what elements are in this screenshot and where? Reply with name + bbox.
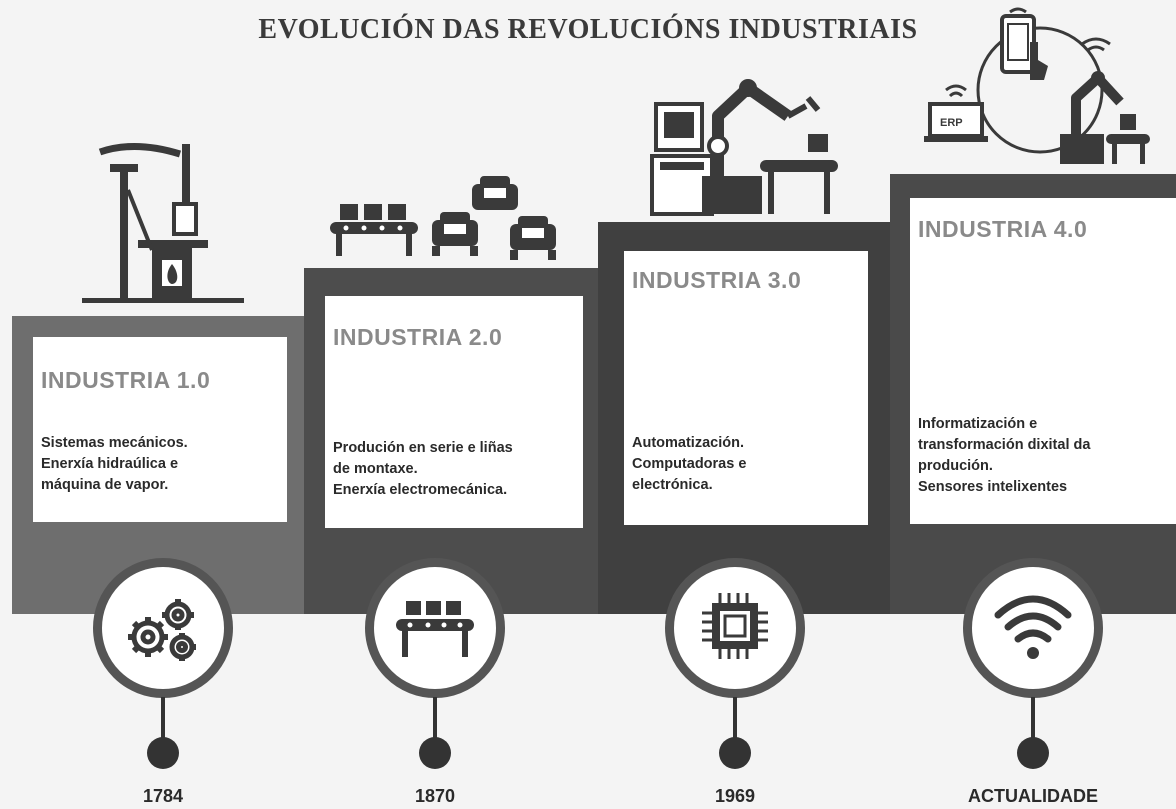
stage-2-title: INDUSTRIA 2.0 [333, 324, 503, 350]
stage-2-dot [419, 737, 451, 769]
stage-1-line: máquina de vapor. [41, 477, 169, 493]
connected-devices-illustration: ERP [924, 7, 1150, 164]
infographic-title: EVOLUCIÓN DAS REVOLUCIÓNS INDUSTRIAIS [258, 14, 918, 45]
stage-4-description: Informatización e transformación dixital… [918, 414, 1170, 498]
stage-2-line: Enerxía electromecánica. [333, 482, 508, 498]
stage-1-stem [161, 697, 165, 739]
stage-3-stem [733, 697, 737, 739]
stage-2-year: 1870 [414, 786, 456, 806]
robot-arm-computer-illustration [650, 79, 838, 216]
stage-4-dot [1017, 737, 1049, 769]
stage-1-circle [93, 558, 233, 698]
stage-1-title: INDUSTRIA 1.0 [41, 367, 211, 393]
stage-2-line: de montaxe. [333, 461, 418, 477]
stage-4-card: INDUSTRIA 4.0 Informatización e transfor… [910, 198, 1176, 524]
conveyor-icon [396, 601, 474, 657]
stage-1-line: Enerxía hidraúlica e [41, 456, 179, 472]
stage-4-line: produción. [918, 458, 993, 474]
stage-2-circle [365, 558, 505, 698]
stage-3-line: Automatización. [632, 435, 744, 451]
stage-2-stem [433, 697, 437, 739]
stage-4-year: ACTUALIDADE [968, 786, 1098, 806]
stage-4-stem [1031, 697, 1035, 739]
stage-3-line: electrónica. [632, 477, 713, 493]
stage-2-card: INDUSTRIA 2.0 Produción en serie e liñas… [325, 296, 583, 528]
gears-icon [128, 599, 196, 661]
assembly-line-cars-illustration [330, 176, 556, 260]
stage-3-circle [665, 558, 805, 698]
stage-1-line: Sistemas mecánicos. [41, 435, 188, 451]
stage-4-circle [963, 558, 1103, 698]
stage-4-line: Sensores intelixentes [918, 479, 1068, 495]
stage-3-card: INDUSTRIA 3.0 Automatización. Computador… [624, 251, 868, 525]
erp-label: ERP [940, 117, 963, 129]
stage-2-line: Produción en serie e liñas [333, 440, 513, 456]
stage-3-title: INDUSTRIA 3.0 [632, 267, 802, 293]
stage-3-dot [719, 737, 751, 769]
stage-1-year: 1784 [142, 786, 184, 806]
chip-icon [702, 593, 768, 659]
stage-3-line: Computadoras e [632, 456, 747, 472]
stage-4-line: Informatización e [918, 416, 1038, 432]
stage-3-year: 1969 [714, 786, 756, 806]
stage-4-line: transformación dixital da [918, 437, 1091, 453]
stage-1-card: INDUSTRIA 1.0 Sistemas mecánicos. Enerxí… [33, 337, 287, 522]
stage-1-dot [147, 737, 179, 769]
steam-engine-illustration [82, 143, 244, 303]
stage-4-title: INDUSTRIA 4.0 [918, 216, 1088, 242]
wifi-icon [994, 595, 1072, 659]
stage-2-description: Produción en serie e liñas de montaxe. E… [333, 438, 577, 501]
stage-3-description: Automatización. Computadoras e electróni… [632, 433, 862, 496]
stage-1-description: Sistemas mecánicos. Enerxía hidraúlica e… [41, 433, 281, 496]
